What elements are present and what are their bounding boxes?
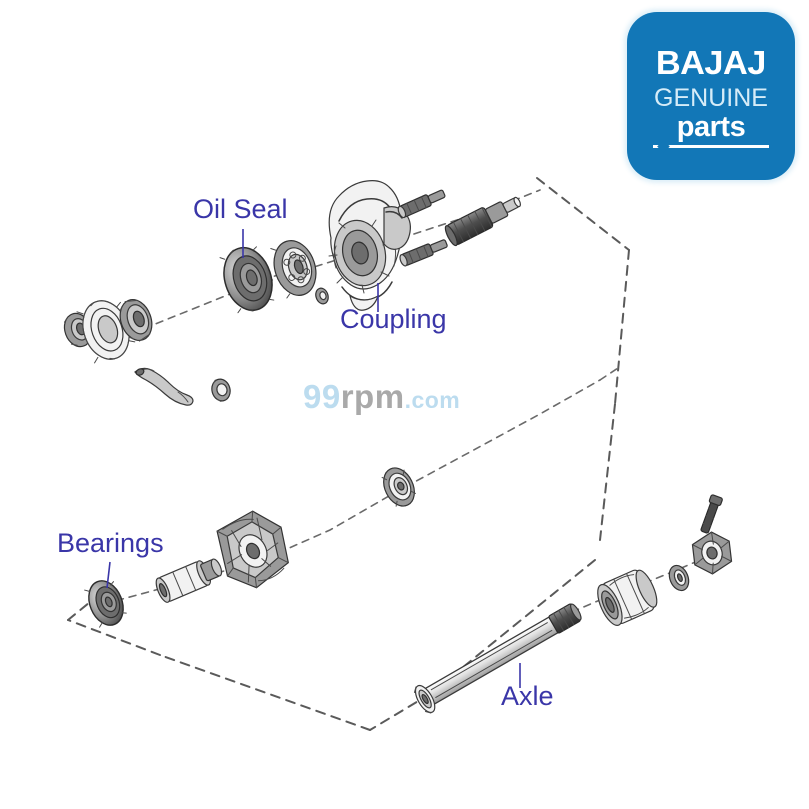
label-oil-seal: Oil Seal: [193, 194, 288, 224]
part-circlip: [315, 287, 329, 305]
part-axle-washer: [668, 564, 690, 592]
part-differential-carrier: [216, 510, 289, 589]
label-axle: Axle: [501, 681, 554, 711]
logo-brand-text: BAJAJ: [656, 44, 766, 82]
part-axle-end-knuckle: [691, 531, 733, 575]
watermark-part-rpm: rpm: [340, 378, 405, 415]
part-upper-bearing: [270, 240, 317, 299]
part-oil-seal: [219, 246, 275, 314]
bajaj-genuine-parts-logo: BAJAJ GENUINE parts: [627, 12, 795, 180]
logo-genuine-text: GENUINE: [654, 84, 768, 113]
leader-line-bearings: [106, 561, 111, 589]
part-coupling-bolt-lower: [399, 239, 448, 267]
part-axle-hub: [597, 569, 658, 626]
part-end-bolt: [700, 494, 723, 534]
callout-leader-lines: [106, 229, 521, 688]
logo-parts-text: parts: [676, 110, 746, 143]
watermark-part-99: 99: [303, 378, 341, 415]
site-watermark: 99rpm.com: [303, 380, 460, 413]
watermark-part-com: .com: [404, 387, 461, 413]
part-splined-stub-shaft: [444, 196, 521, 247]
part-coupling-bolt-upper: [397, 189, 446, 219]
label-coupling: Coupling: [340, 304, 447, 334]
dashed-boundary-guides: [67, 177, 630, 731]
logo-underline-rule: [653, 144, 769, 148]
part-bearing-left: [84, 580, 127, 628]
part-centre-bearing: [381, 467, 416, 507]
label-bearings: Bearings: [57, 528, 164, 558]
part-coupling-housing: [328, 180, 411, 311]
part-small-nut: [211, 378, 231, 402]
part-axle-shaft: [413, 603, 582, 714]
part-flange-nut: [119, 299, 153, 342]
part-clamp-bracket: [134, 367, 194, 406]
part-spacer-sleeve: [155, 558, 223, 603]
